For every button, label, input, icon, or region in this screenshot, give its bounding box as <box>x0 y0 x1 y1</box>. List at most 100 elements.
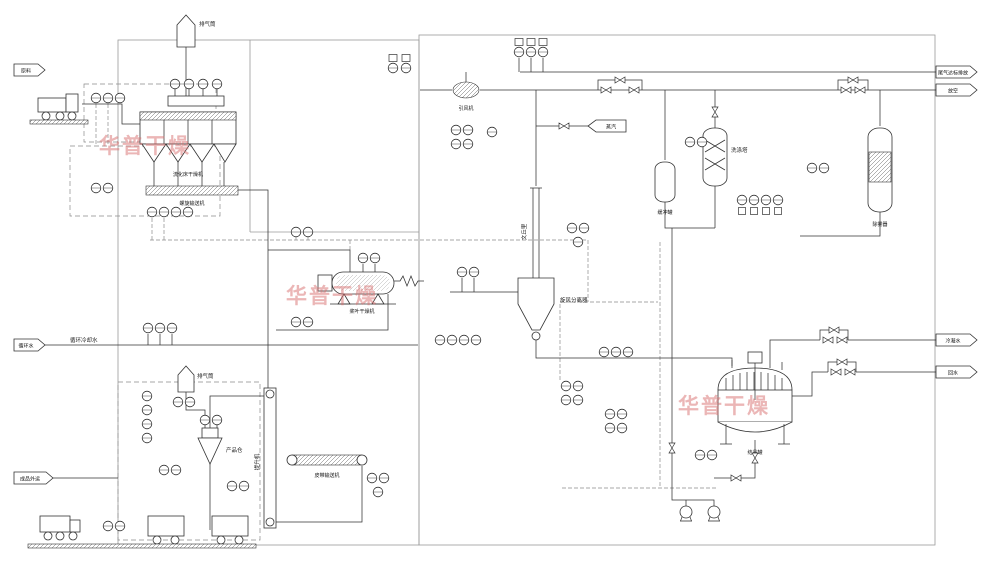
cyclone-body <box>517 277 555 331</box>
instrument-bubble <box>450 138 462 150</box>
instrument-bubble <box>211 78 223 90</box>
bucket-elevator: 提升机 <box>253 387 277 529</box>
instrument-bubble <box>578 222 590 234</box>
instrument-bubble <box>486 126 498 138</box>
product-trucks <box>27 515 257 549</box>
instrument-bubble <box>141 418 153 430</box>
crystallizer-label: 结晶罐 <box>747 449 762 456</box>
instrument-bubble <box>760 194 772 206</box>
belt-label: 皮带输送机 <box>314 472 339 479</box>
chimney-top-label: 排气筒 <box>199 20 216 28</box>
screw-label: 螺旋输送机 <box>179 200 204 207</box>
instrument-bubble <box>226 480 238 492</box>
loader-truck <box>29 93 89 125</box>
paddle-dryer: 桨叶干燥机 <box>317 271 396 315</box>
exhaust-fan: 引风机 <box>452 81 480 112</box>
instrument-bubble <box>238 480 250 492</box>
flag-cw-return: 回水 <box>935 365 978 379</box>
flag-vent: 放空 <box>935 83 978 97</box>
instrument-bubble <box>184 396 196 408</box>
instrument-bubble <box>604 408 616 420</box>
flag-steam: 蒸汽 <box>587 119 627 133</box>
valve-icon <box>628 86 640 94</box>
valve-icon <box>840 86 852 94</box>
flag-raw-in: 原料 <box>13 63 46 77</box>
belt-conveyor: 皮带输送机 <box>286 454 368 479</box>
fbd-label: 流化床干燥机 <box>173 171 203 178</box>
elevator-label: 提升机 <box>253 453 261 470</box>
instrument-bubble <box>372 486 384 498</box>
crystallizer: 结晶罐 <box>717 351 793 456</box>
instrument-bubble <box>748 194 760 206</box>
buffer-label: 缓冲罐 <box>657 209 672 216</box>
agitator-motor <box>747 351 763 364</box>
section-boundaries <box>69 34 936 546</box>
cyclone-label: 旋风分离器 <box>560 296 588 304</box>
instrument-bubble <box>158 206 170 218</box>
instrument-bubble <box>616 408 628 420</box>
instrument-bubble <box>387 62 399 74</box>
flag-product-out-label: 成品外运 <box>20 476 40 483</box>
instrument-bubble <box>102 520 114 532</box>
instrument-bubble <box>610 346 622 358</box>
blower-motor-icon <box>401 54 411 62</box>
watermark-text: 华普干燥 <box>99 134 191 158</box>
instrument-bubble <box>470 334 482 346</box>
instrument-bubble <box>102 182 114 194</box>
instrument-bubble <box>166 322 178 334</box>
flag-raw-in-label: 原料 <box>21 68 31 75</box>
chimney-bottom: 排气筒 <box>177 365 214 393</box>
pump-icon <box>679 505 693 522</box>
instrument-bubble <box>572 394 584 406</box>
chimney-bottom-label: 排气筒 <box>197 372 214 380</box>
valve-icon <box>836 358 848 366</box>
scrubber-column: 洗涤塔 <box>702 127 748 187</box>
instrument-bubble <box>462 124 474 136</box>
blower-motor-icon <box>514 38 524 46</box>
flag-steam-label: 蒸汽 <box>606 124 616 131</box>
instrument-bubble <box>146 206 158 218</box>
demister-label: 除雾器 <box>872 221 887 228</box>
instrument-bubble <box>211 414 223 426</box>
instrument-bubble <box>684 136 696 148</box>
watermarks: 华普干燥 华普干燥 华普干燥 <box>99 134 768 418</box>
instrument-bubble <box>141 390 153 402</box>
watermark-text: 华普干燥 <box>286 284 378 308</box>
venturi-scrubber: 文丘里 旋风分离器 <box>517 223 588 341</box>
flag-cooling-water: 循环水 循环冷却水 <box>13 336 98 352</box>
instrument-tag <box>738 207 746 215</box>
instrument-bubble <box>616 422 628 434</box>
valve-icon <box>854 86 866 94</box>
flags: 原料 循环水 循环冷却水 成品外运 尾气达标排放 放空 冷凝水 回水 蒸汽 <box>13 63 978 485</box>
instrument-bubble <box>566 222 578 234</box>
instrument-bubble <box>694 449 706 461</box>
flag-stack-label: 尾气达标排放 <box>938 70 968 77</box>
valve-icon <box>730 474 742 482</box>
flag-stack-outlet: 尾气达标排放 <box>935 65 978 79</box>
flag-cooling-water-label: 循环水 <box>18 343 33 350</box>
instrument-bubble <box>102 92 114 104</box>
instrument-bubble <box>154 322 166 334</box>
instrument-bubble <box>366 472 378 484</box>
instrument-bubble <box>772 194 784 206</box>
instrument-bubble <box>302 226 314 238</box>
instrument-bubble <box>696 136 708 148</box>
fluid-bed-dryer: 流化床干燥机 <box>139 89 237 178</box>
instrument-bubble <box>706 449 718 461</box>
valve-icon <box>844 368 856 376</box>
instrument-bubble <box>369 252 381 264</box>
instrument-bubble <box>462 138 474 150</box>
instrument-bubble <box>560 380 572 392</box>
instrument-bubble <box>114 520 126 532</box>
instrument-bubble <box>572 236 584 248</box>
instrument-bubble <box>170 206 182 218</box>
instrument-bubble <box>598 346 610 358</box>
valve-icon <box>751 452 759 464</box>
instrument-bubble <box>197 78 209 90</box>
valve-icon <box>600 86 612 94</box>
instrument-tag <box>774 207 782 215</box>
pumps <box>679 505 721 522</box>
screw-conveyor: 螺旋输送机 <box>145 185 239 207</box>
pump-icon <box>707 505 721 522</box>
